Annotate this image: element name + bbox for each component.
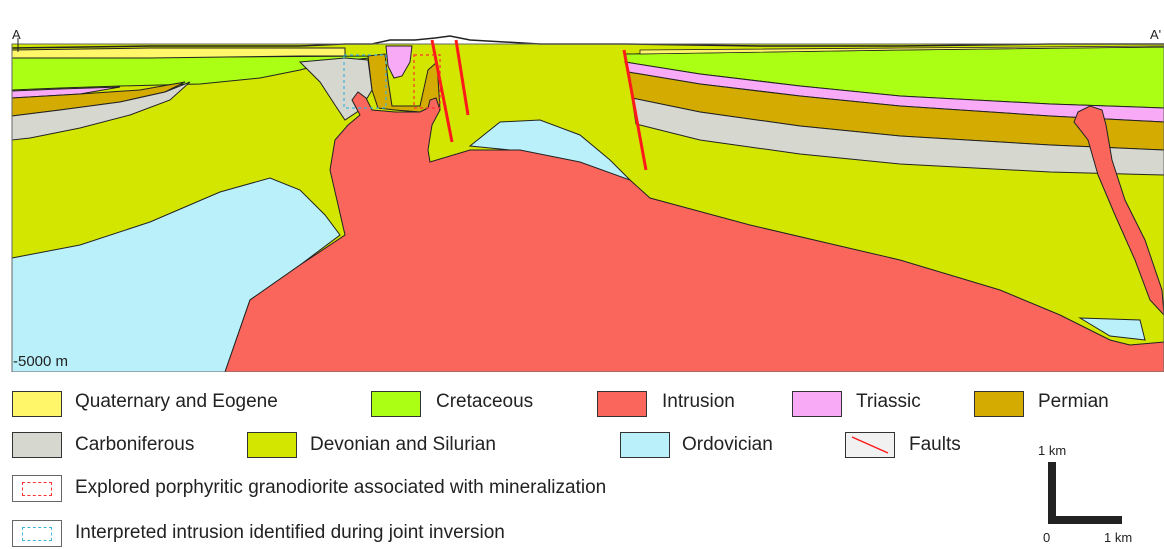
scale-bar-vertical <box>1048 462 1056 524</box>
legend-label-interpreted: Interpreted intrusion identified during … <box>75 522 505 544</box>
legend-label-quaternary: Quaternary and Eogene <box>75 391 278 413</box>
scale-horizontal-label: 1 km <box>1104 531 1132 545</box>
scale-bar-horizontal <box>1048 516 1122 524</box>
depth-label: -5000 m <box>13 354 68 370</box>
section-label-a: A <box>12 28 21 42</box>
scale-zero-label: 0 <box>1043 531 1050 545</box>
legend-swatch-quaternary <box>12 391 62 417</box>
legend-swatch-cretaceous <box>371 391 421 417</box>
legend-swatch-triassic <box>792 391 842 417</box>
legend-label-explored: Explored porphyritic granodiorite associ… <box>75 477 606 499</box>
scale-vertical-label: 1 km <box>1038 444 1066 458</box>
legend-label-ordovician: Ordovician <box>682 434 773 456</box>
legend-swatch-permian <box>974 391 1024 417</box>
legend-swatch-intrusion <box>597 391 647 417</box>
legend-swatch-explored <box>12 475 62 502</box>
legend-label-carboniferous: Carboniferous <box>75 434 194 456</box>
legend-swatch-interpreted <box>12 520 62 547</box>
legend-label-devonian: Devonian and Silurian <box>310 434 496 456</box>
legend-swatch-faults <box>845 432 895 458</box>
legend-label-permian: Permian <box>1038 391 1109 413</box>
fault-legend-icon <box>846 433 894 457</box>
legend-swatch-ordovician <box>620 432 670 458</box>
legend-label-cretaceous: Cretaceous <box>436 391 533 413</box>
legend-label-intrusion: Intrusion <box>662 391 735 413</box>
section-label-a-prime: A' <box>1150 28 1161 42</box>
legend-label-triassic: Triassic <box>856 391 921 413</box>
legend-label-faults: Faults <box>909 434 961 456</box>
legend-swatch-carboniferous <box>12 432 62 458</box>
geologic-cross-section <box>0 0 1164 372</box>
legend-swatch-devonian <box>247 432 297 458</box>
quaternary-left <box>12 48 345 58</box>
